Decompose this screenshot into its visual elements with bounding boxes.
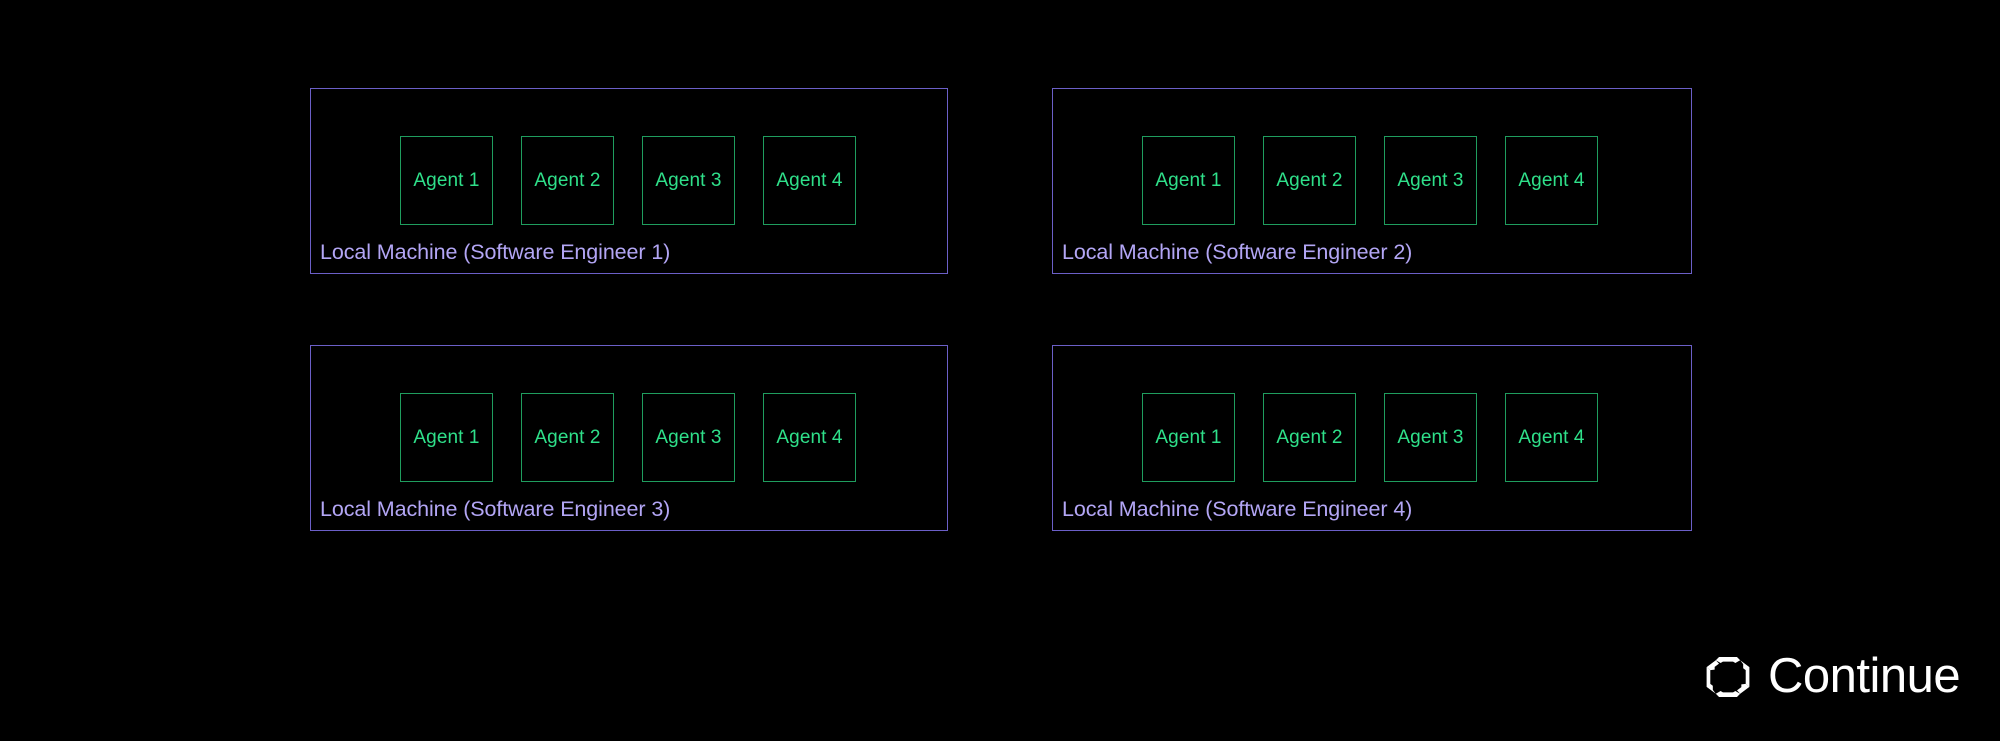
machine-panel-label: Local Machine (Software Engineer 1): [320, 239, 671, 264]
agent-label: Agent 2: [534, 170, 601, 191]
agent-box[interactable]: Agent 2: [1263, 393, 1356, 482]
agent-label: Agent 2: [534, 427, 601, 448]
continue-hexagon-icon: [1706, 656, 1750, 697]
agent-row: Agent 1 Agent 2 Agent 3 Agent 4: [1053, 136, 1691, 225]
agent-box[interactable]: Agent 1: [400, 136, 493, 225]
machine-panel-label: Local Machine (Software Engineer 3): [320, 496, 671, 521]
agent-box[interactable]: Agent 3: [1384, 136, 1477, 225]
agent-box[interactable]: Agent 4: [763, 136, 856, 225]
agent-box[interactable]: Agent 2: [521, 393, 614, 482]
agent-box[interactable]: Agent 1: [1142, 136, 1235, 225]
machine-panel-label: Local Machine (Software Engineer 4): [1062, 496, 1413, 521]
agent-box[interactable]: Agent 4: [1505, 393, 1598, 482]
agent-label: Agent 3: [655, 427, 722, 448]
agent-label: Agent 2: [1276, 427, 1343, 448]
agent-label: Agent 4: [1518, 427, 1585, 448]
agent-box[interactable]: Agent 1: [1142, 393, 1235, 482]
agent-label: Agent 4: [776, 170, 843, 191]
agent-label: Agent 1: [1155, 170, 1222, 191]
agent-label: Agent 4: [1518, 170, 1585, 191]
agent-row: Agent 1 Agent 2 Agent 3 Agent 4: [1053, 393, 1691, 482]
machine-panel-1: Agent 1 Agent 2 Agent 3 Agent 4 Local Ma…: [310, 88, 948, 274]
agent-label: Agent 1: [413, 427, 480, 448]
agent-row: Agent 1 Agent 2 Agent 3 Agent 4: [311, 136, 947, 225]
agent-label: Agent 1: [1155, 427, 1222, 448]
machine-panel-2: Agent 1 Agent 2 Agent 3 Agent 4 Local Ma…: [1052, 88, 1692, 274]
agent-label: Agent 2: [1276, 170, 1343, 191]
agent-row: Agent 1 Agent 2 Agent 3 Agent 4: [311, 393, 947, 482]
brand-lockup: Continue: [1705, 649, 1961, 703]
agent-box[interactable]: Agent 3: [1384, 393, 1477, 482]
machine-panel-3: Agent 1 Agent 2 Agent 3 Agent 4 Local Ma…: [310, 345, 948, 531]
agent-label: Agent 4: [776, 427, 843, 448]
agent-box[interactable]: Agent 1: [400, 393, 493, 482]
agent-label: Agent 1: [413, 170, 480, 191]
agent-box[interactable]: Agent 4: [763, 393, 856, 482]
agent-label: Agent 3: [1397, 427, 1464, 448]
agent-box[interactable]: Agent 3: [642, 136, 735, 225]
machine-panel-label: Local Machine (Software Engineer 2): [1062, 239, 1413, 264]
brand-wordmark: Continue: [1768, 649, 1961, 703]
machine-panel-4: Agent 1 Agent 2 Agent 3 Agent 4 Local Ma…: [1052, 345, 1692, 531]
agent-box[interactable]: Agent 4: [1505, 136, 1598, 225]
agent-box[interactable]: Agent 3: [642, 393, 735, 482]
agent-label: Agent 3: [1397, 170, 1464, 191]
agent-label: Agent 3: [655, 170, 722, 191]
agent-box[interactable]: Agent 2: [521, 136, 614, 225]
agent-box[interactable]: Agent 2: [1263, 136, 1356, 225]
